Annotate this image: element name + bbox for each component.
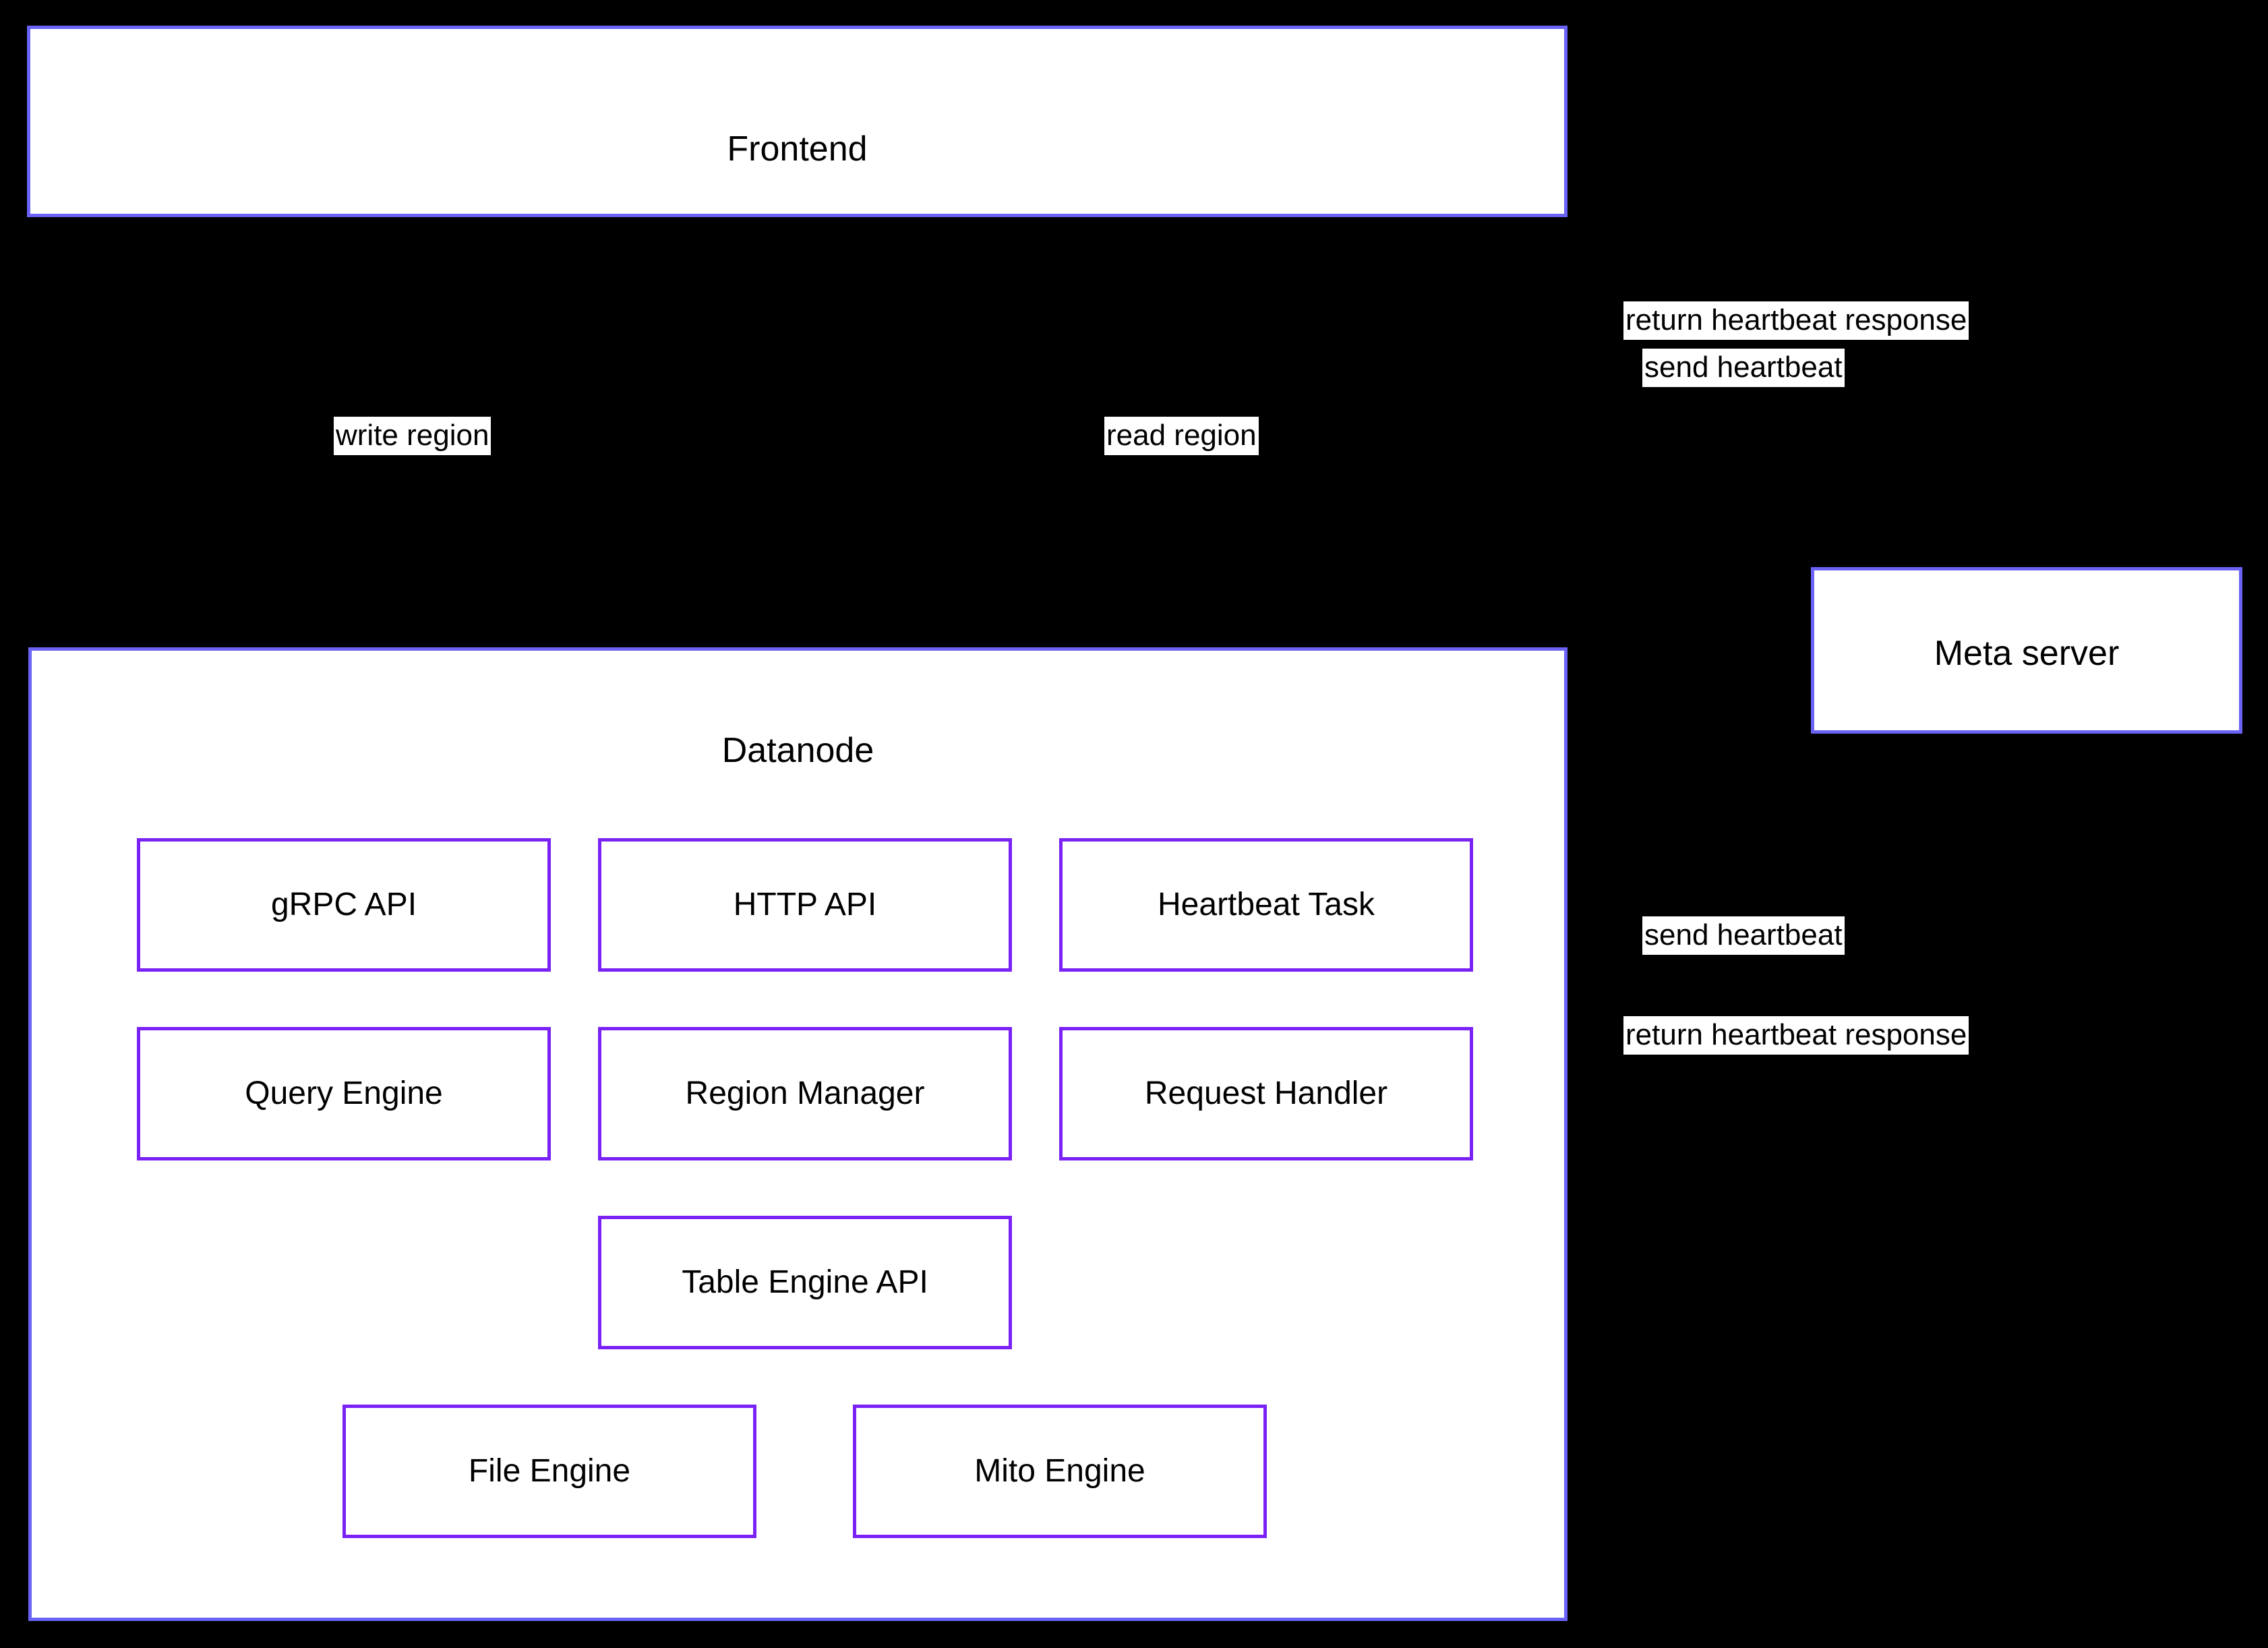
component-heartbeat-task-label: Heartbeat Task: [1158, 887, 1375, 923]
component-request-handler[interactable]: Request Handler: [1059, 1027, 1473, 1160]
component-http-api-label: HTTP API: [733, 887, 877, 923]
node-meta-server[interactable]: Meta server: [1811, 567, 2242, 734]
component-table-engine-api-label: Table Engine API: [682, 1264, 928, 1301]
component-table-engine-api[interactable]: Table Engine API: [598, 1216, 1012, 1349]
component-request-handler-label: Request Handler: [1144, 1076, 1388, 1112]
edge-label-datanode-meta-send: send heartbeat: [1642, 916, 1845, 955]
edge-label-frontend-meta-return: return heartbeat response: [1623, 301, 1969, 340]
edge-label-datanode-meta-return: return heartbeat response: [1623, 1016, 1969, 1055]
component-mito-engine[interactable]: Mito Engine: [853, 1405, 1267, 1538]
arrowhead-datanode-right-lower: [1568, 1028, 1584, 1042]
edge-label-frontend-meta-send: send heartbeat: [1642, 349, 1845, 387]
component-query-engine-label: Query Engine: [245, 1076, 443, 1112]
component-http-api[interactable]: HTTP API: [598, 838, 1012, 972]
edge-label-read-region: read region: [1104, 417, 1259, 455]
node-frontend-label: Frontend: [727, 129, 868, 169]
edge-meta-to-datanode: [1568, 735, 1862, 1036]
component-heartbeat-task[interactable]: Heartbeat Task: [1059, 838, 1473, 972]
arrowhead-frontend-right-top: [1568, 70, 1583, 85]
node-datanode-label: Datanode: [721, 731, 874, 770]
component-file-engine[interactable]: File Engine: [342, 1405, 756, 1538]
component-region-manager-label: Region Manager: [685, 1076, 925, 1112]
component-grpc-api-label: gRPC API: [270, 887, 417, 923]
component-grpc-api[interactable]: gRPC API: [137, 838, 551, 972]
arrowhead-frontend-right-bottom: [1568, 165, 1583, 179]
node-meta-server-label: Meta server: [1934, 634, 2120, 673]
component-file-engine-label: File Engine: [468, 1453, 631, 1490]
component-region-manager[interactable]: Region Manager: [598, 1027, 1012, 1160]
node-frontend[interactable]: Frontend: [27, 26, 1568, 217]
edge-datanode-to-meta: [1568, 735, 1822, 935]
edge-label-write-region: write region: [334, 417, 491, 455]
arrowhead-send-heartbeat-top: [1820, 399, 1844, 415]
component-mito-engine-label: Mito Engine: [974, 1453, 1145, 1490]
component-query-engine[interactable]: Query Engine: [137, 1027, 551, 1160]
node-datanode[interactable]: Datanode gRPC API HTTP API Heartbeat Tas…: [28, 647, 1568, 1621]
